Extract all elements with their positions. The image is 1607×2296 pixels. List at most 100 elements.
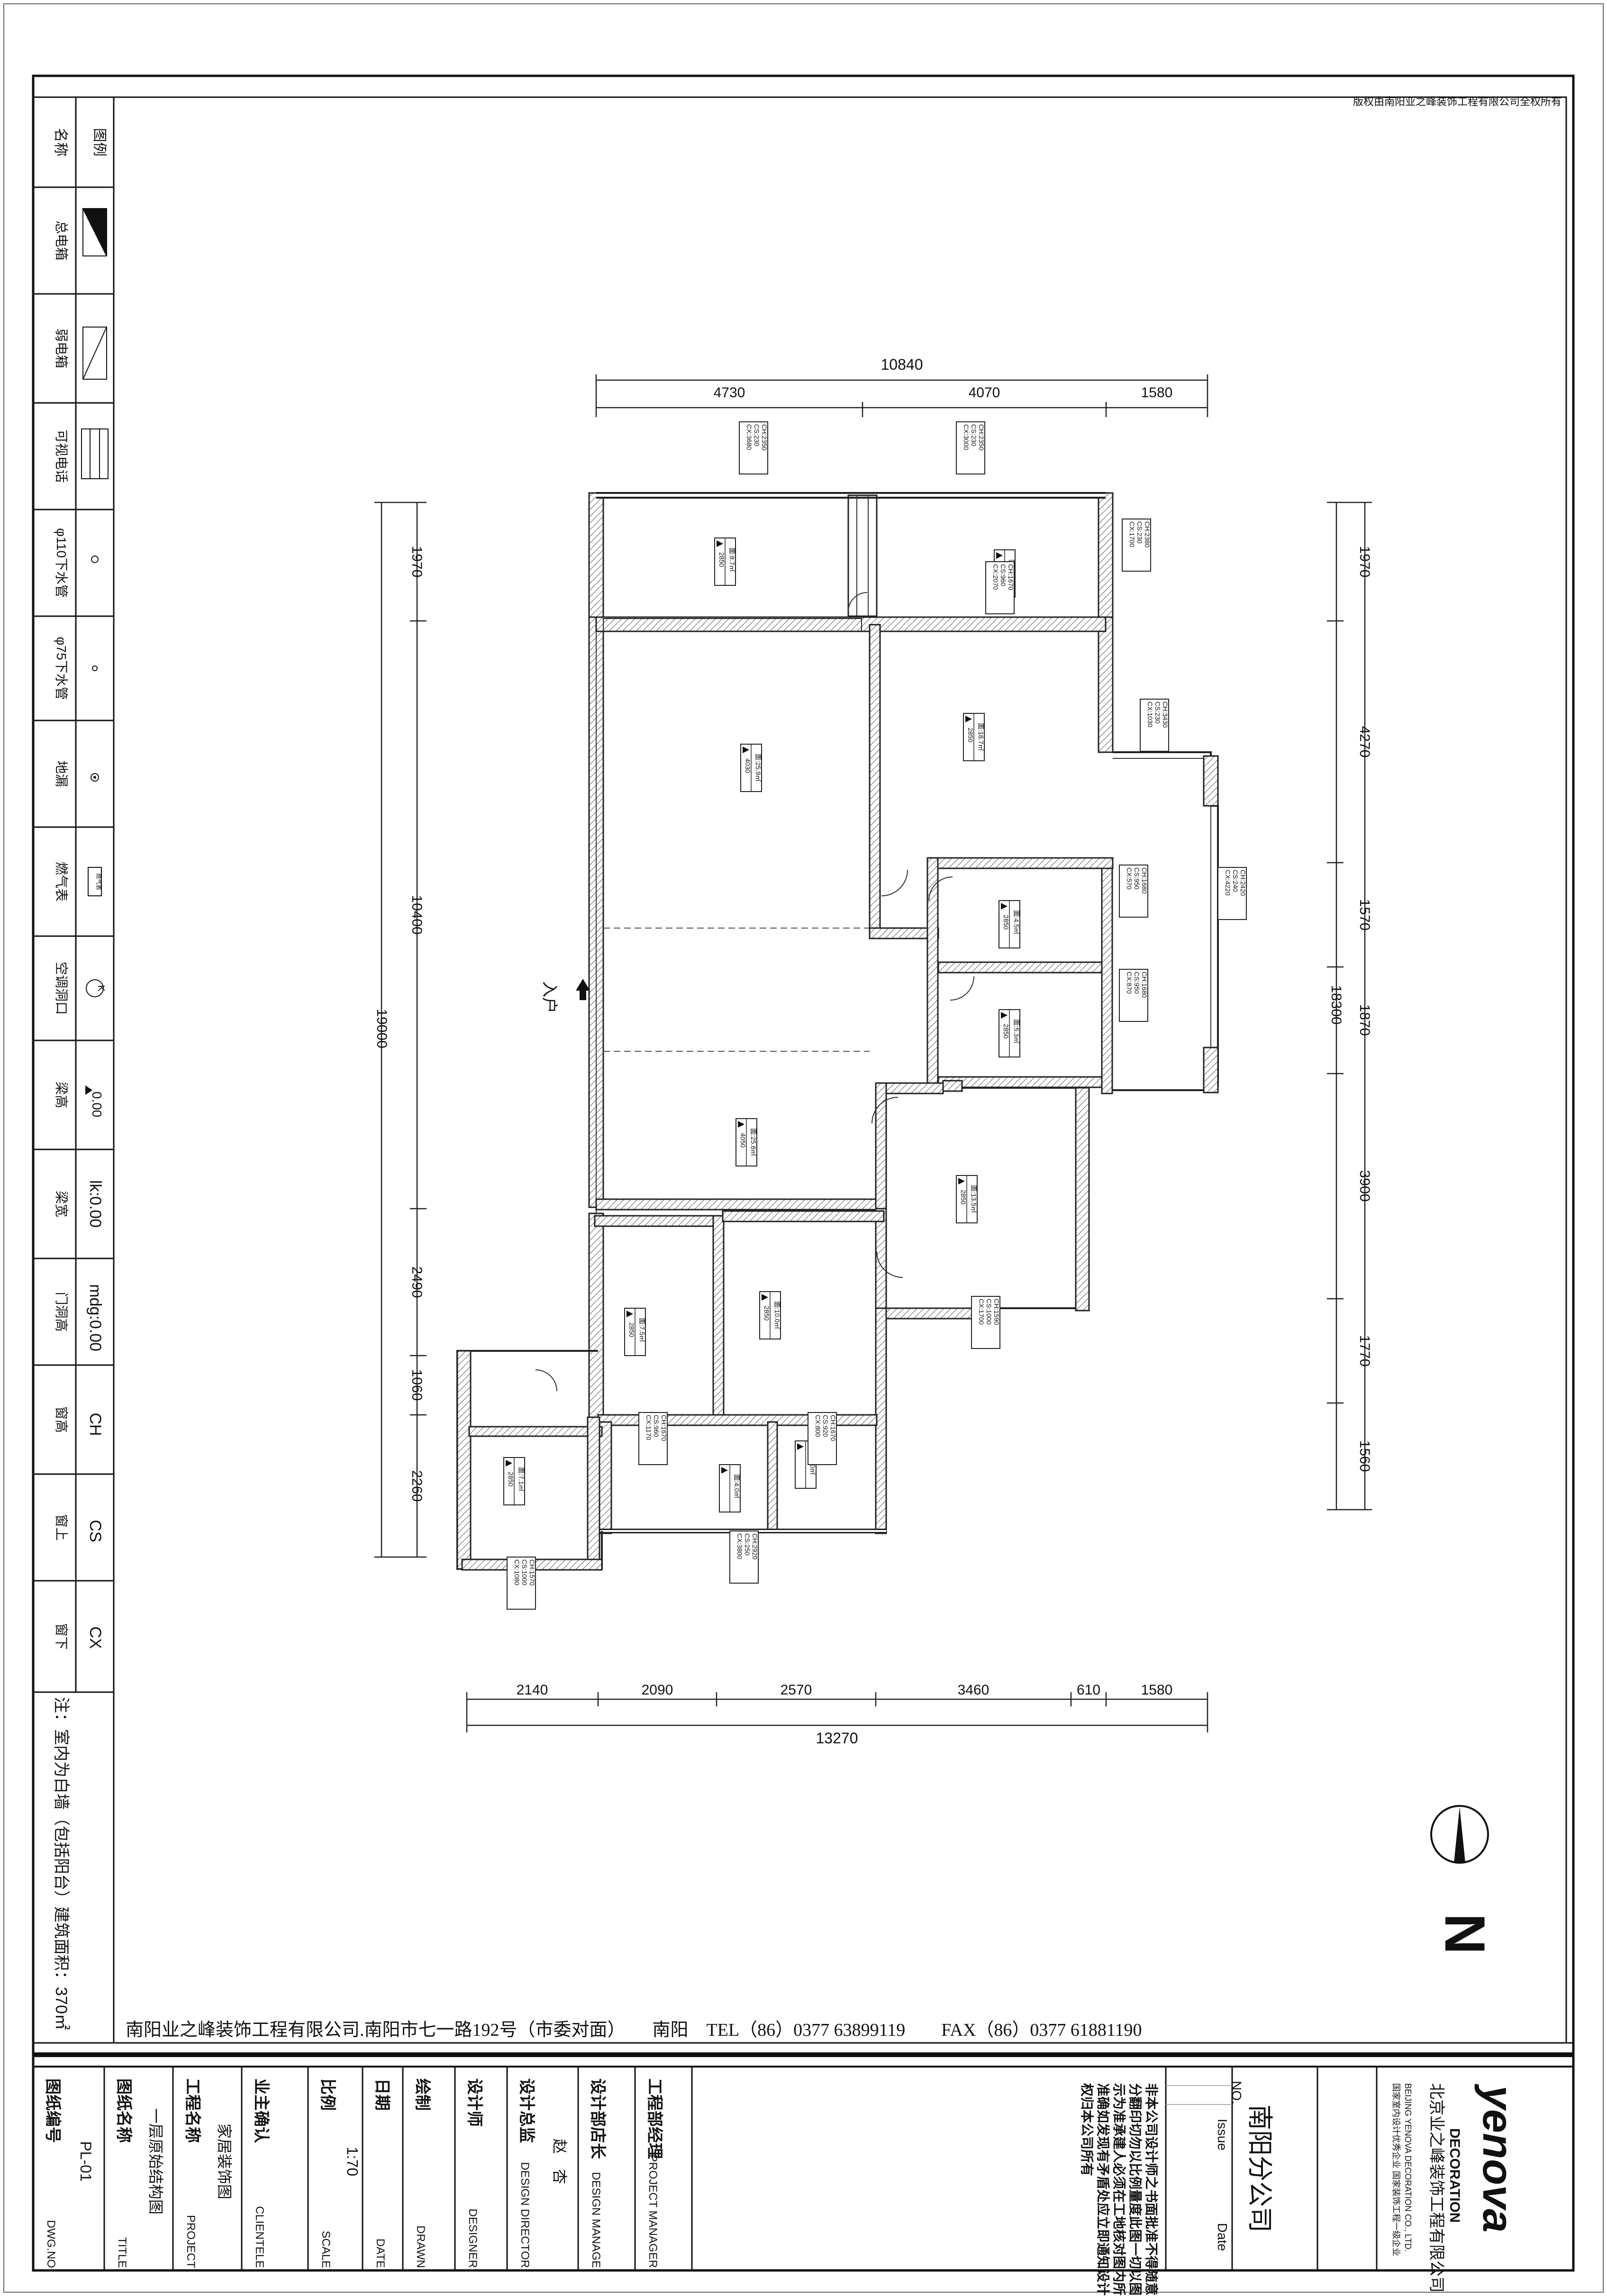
window-spec: CX:1170	[645, 1415, 653, 1440]
revision-issue: Issue	[1215, 2119, 1230, 2150]
tb-drawn-label: 绘制	[413, 2078, 431, 2111]
room-height: 2850	[1002, 915, 1010, 929]
window-spec: CX:870	[1126, 972, 1133, 994]
weak-panel-icon	[82, 327, 107, 380]
window-spec: CS:960	[999, 564, 1007, 586]
legend-label: 可视电话	[54, 429, 69, 483]
legend-label: 空调洞口	[54, 962, 69, 1015]
disclaimer-line: 分翻印切勿以比例量度此图一切以图内数字所	[1128, 2083, 1143, 2296]
window-spec: CH:1670	[1007, 564, 1015, 590]
tb-scale-value: 1:70	[344, 2147, 361, 2176]
disclaimer-line: 准确如发现有矛盾处应立即通知设计师图纸版	[1096, 2083, 1111, 2296]
tb-project-label: 工程名称	[183, 2078, 201, 2143]
dim-bottom-5: 610	[1077, 1682, 1100, 1698]
dim-right-6: 1770	[1357, 1335, 1372, 1367]
window-spec: CX:3680	[745, 424, 753, 450]
room-area: 面:25.9㎡	[754, 754, 762, 782]
plan-frame	[113, 96, 1567, 2044]
window-spec: CH:1680	[1141, 972, 1148, 998]
dim-bottom-2: 2090	[642, 1682, 673, 1698]
window-spec: CH:2420	[1239, 870, 1247, 896]
room-area: 面:8.7㎡	[728, 547, 736, 572]
beam-height-icon: 0.00	[85, 1085, 104, 1117]
legend-label: 窗高	[54, 1406, 69, 1433]
window-spec: CS:950	[1133, 867, 1141, 890]
legend-label: 窗上	[54, 1514, 69, 1540]
tb-drawing_no-en: DWG.NO	[45, 2220, 57, 2268]
dim-left-3: 2490	[409, 1266, 425, 1298]
dim-bottom-total: 13270	[816, 1730, 858, 1747]
legend-label: 梁宽	[54, 1191, 69, 1217]
room-area: 面:18.7㎡	[977, 723, 985, 751]
dim-right-3: 1570	[1357, 899, 1372, 931]
tb-project-en: PROJECT	[184, 2215, 197, 2268]
window-spec: CX:4220	[1224, 870, 1232, 896]
dim-left-total: 19000	[374, 1009, 390, 1048]
dim-bottom-4: 3460	[958, 1682, 990, 1698]
copyright-text: 版权由南阳业之峰装饰工程有限公司全权所有	[1353, 96, 1562, 108]
window-spec: CS:230	[1136, 521, 1144, 544]
tb-design_manager-label: 设计部店长	[589, 2078, 607, 2159]
legend-label: 总电箱	[54, 220, 69, 260]
legend-label: 门洞高	[54, 1292, 69, 1331]
ac-hole-icon: K	[86, 979, 106, 997]
window-spec: CX:1030	[1146, 702, 1154, 728]
revision-date: Date	[1215, 2223, 1230, 2251]
window-spec: CX:800	[814, 1415, 822, 1437]
window-spec: CH:1590	[993, 1299, 1000, 1325]
window-spec: CS:1000	[985, 1299, 993, 1325]
window-spec: CX:1700	[978, 1299, 985, 1325]
tb-scale-en: SCALE	[319, 2231, 332, 2268]
room-area: 面:13.5㎡	[970, 1185, 978, 1213]
disclaimer-line: 权归本公司所有	[1080, 2083, 1094, 2176]
legend-label: φ110下水管	[54, 528, 69, 598]
legend-label: φ75下水管	[54, 637, 69, 700]
tb-drawing_name-value: 一层原始结构图	[147, 2108, 164, 2214]
window-spec: CH:2350	[978, 424, 985, 450]
tb-client-en: CLIENTELE	[253, 2206, 266, 2268]
dim-left-1: 1970	[409, 546, 425, 578]
window-spec: CS:1000	[521, 1559, 528, 1585]
room-area: 面:4.0㎡	[733, 1474, 741, 1498]
tb-drawing_no-label: 图纸编号	[44, 2078, 62, 2143]
room-tag: 面:4.0㎡	[719, 1464, 741, 1512]
legend-table: 名称 图例 总电箱弱电箱可视电话φ110下水管φ75下水管地漏燃气表空调洞口梁高…	[32, 96, 115, 1693]
window-spec: CX:3000	[962, 424, 970, 450]
tb-drawing_no-value: PL-01	[77, 2141, 94, 2181]
room-height: 2850	[960, 1190, 967, 1204]
tb-designer-en: DESIGNER	[466, 2209, 479, 2268]
window-spec: CS:250	[744, 1533, 751, 1556]
company-logo-sub: DECORATION	[1447, 2128, 1462, 2223]
tb-drawn-en: DRAWN	[414, 2225, 427, 2268]
title-block: 图纸编号DWG.NOPL-01图纸名称TITLE一层原始结构图工程名称PROJE…	[32, 2066, 1574, 2296]
entry-label: 入户	[540, 981, 558, 1013]
company-subtitle: 国家室内设计优秀企业 国家装饰工程一级企业	[1391, 2083, 1401, 2256]
window-spec: CH:2380	[1144, 521, 1151, 547]
window-top-icon: CS	[86, 1520, 104, 1542]
room-height: 2850	[507, 1472, 515, 1486]
gas-meter-icon: 燃气表	[88, 867, 102, 896]
window-spec: CH:2920	[751, 1533, 759, 1559]
tb-scale-label: 比例	[318, 2078, 336, 2111]
video-phone-icon	[81, 428, 109, 479]
window-spec: CS:230	[970, 424, 978, 446]
dim-right-7: 1560	[1357, 1440, 1372, 1472]
drawing-frame	[32, 74, 1575, 2272]
tb-date-label: 日期	[373, 2078, 391, 2111]
north-arrow-icon: N	[1430, 1805, 1497, 1954]
dimension-lines: 10840 4730 4070 1580 2140 2090 2570 3460…	[374, 356, 1372, 1747]
tb-design_director-en: DESIGN DIRECTOR	[518, 2162, 531, 2268]
